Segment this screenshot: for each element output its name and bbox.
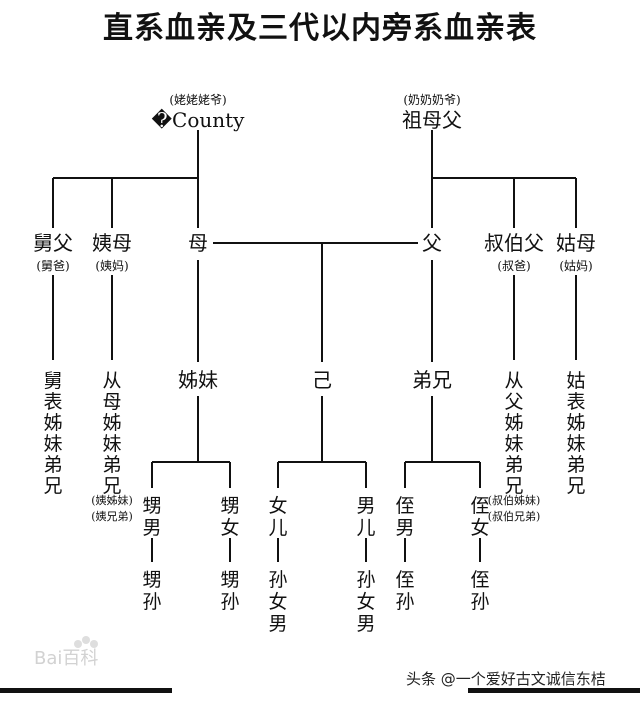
baidu-watermark: Bai百科 <box>34 636 98 669</box>
uncle-maternal: 舅父 <box>33 231 73 255</box>
aunt-paternal-note: (姑妈) <box>559 259 592 273</box>
paternal-grandparents-note: (奶奶奶爷) <box>403 93 460 107</box>
nephew-brother-son: 侄男 <box>395 495 414 539</box>
grandchildren-son: 孙女男 <box>356 569 375 635</box>
uncle-paternal: 叔伯父 <box>484 231 544 255</box>
cousins-aunt-maternal: 从母姊妹弟兄 <box>102 370 121 497</box>
aunt-paternal: 姑母 <box>556 231 596 255</box>
maternal-grandparents-note: (姥姥姥爷) <box>169 92 226 107</box>
cousins-uncle-paternal-note2: (叔伯兄弟) <box>488 509 541 523</box>
grandnephew-brother-son: 侄孙 <box>395 569 414 613</box>
grandchildren-daughter: 孙女男 <box>268 569 287 635</box>
uncle-maternal-note: (舅爸) <box>36 259 69 273</box>
nephew-sister-daughter: 甥女 <box>220 495 239 539</box>
cousins-aunt-paternal: 姑表姊妹弟兄 <box>566 370 585 497</box>
aunt-maternal: 姨母 <box>92 231 132 255</box>
brothers: 弟兄 <box>412 368 452 392</box>
cousins-uncle-paternal-note1: (叔伯姊妹) <box>488 493 541 507</box>
baidu-logo: Bai百科 <box>34 648 98 669</box>
bottom-bar-right <box>468 688 640 693</box>
mother: 母 <box>188 231 208 255</box>
sisters: 姊妹 <box>178 368 218 392</box>
cousins-uncle-paternal: 从父姊妹弟兄 <box>504 370 523 497</box>
uncle-paternal-note: (叔爸) <box>497 259 530 273</box>
son: 男儿 <box>356 495 375 539</box>
connector-lines <box>52 130 577 562</box>
aunt-maternal-note: (姨妈) <box>95 259 128 273</box>
cousins-aunt-maternal-note1: (姨姊妹) <box>91 493 133 507</box>
cousins-aunt-maternal-note2: (姨兄弟) <box>91 509 133 523</box>
page-title: 直系血亲及三代以内旁系血亲表 <box>103 11 537 46</box>
bottom-bar-left <box>0 688 172 693</box>
cousins-uncle-maternal: 舅表姊妹弟兄 <box>43 370 62 497</box>
nephew-sister-son: 甥男 <box>142 495 161 539</box>
self: 己 <box>312 368 332 392</box>
grandnephew-brother-daughter: 侄孙 <box>470 569 489 613</box>
paternal-grandparents: 祖母父 <box>402 108 462 132</box>
maternal-grandparents: �County <box>152 108 246 132</box>
grandnephew-sister-daughter: 甥孙 <box>220 569 239 613</box>
father: 父 <box>422 231 442 255</box>
nephew-brother-daughter: 侄女 <box>470 495 489 539</box>
grandnephew-sister-son: 甥孙 <box>142 569 161 613</box>
daughter: 女儿 <box>268 495 287 539</box>
toutiao-watermark: 头条 @一个爱好古文诚信东桔 <box>406 670 606 688</box>
